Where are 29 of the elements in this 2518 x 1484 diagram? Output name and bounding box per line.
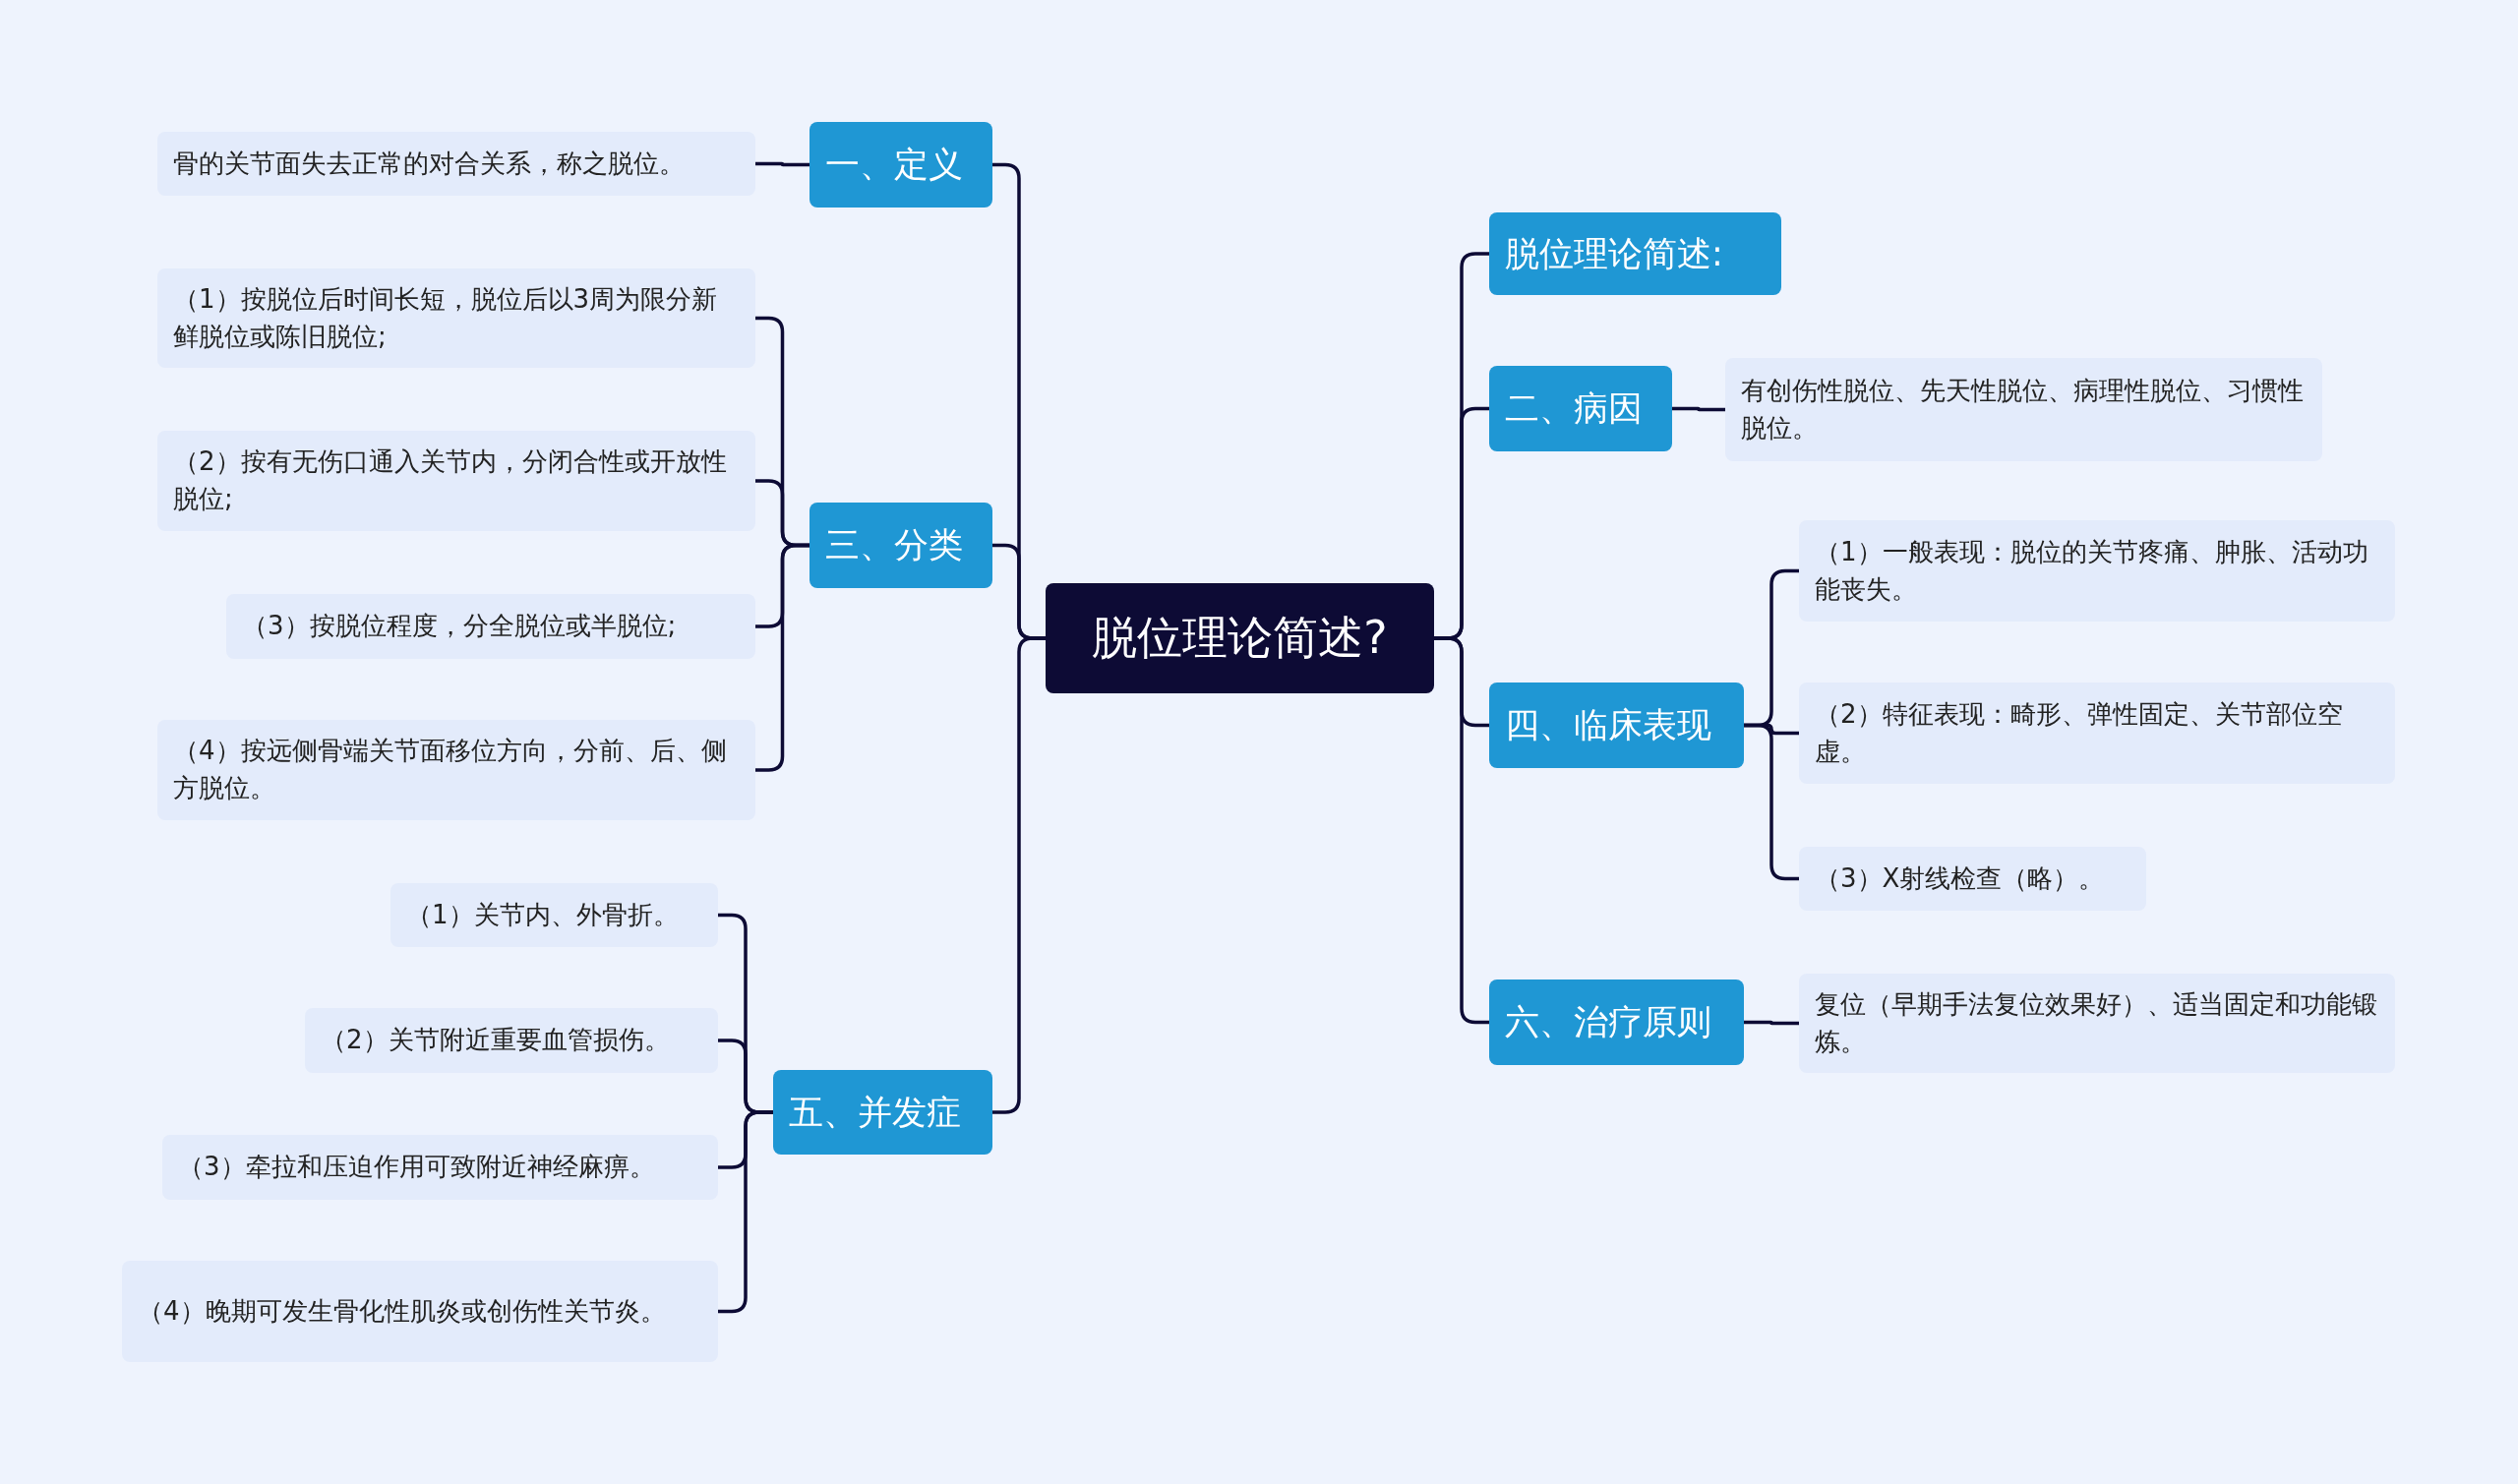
branch-topic: 脱位理论简述: xyxy=(1489,212,1781,295)
central-topic: 脱位理论简述? xyxy=(1046,583,1434,693)
branch-topic: 四、临床表现 xyxy=(1489,683,1744,768)
branch-topic: 六、治疗原则 xyxy=(1489,979,1744,1065)
connector-line xyxy=(755,543,809,772)
subtopic-card: 有创伤性脱位、先天性脱位、病理性脱位、习惯性脱位。 xyxy=(1725,358,2322,461)
subtopic-card: （1）一般表现：脱位的关节疼痛、肿胀、活动功能丧失。 xyxy=(1799,520,2395,622)
connector-line xyxy=(1744,1020,1799,1026)
subtopic-card: （3）X射线检查（略）。 xyxy=(1799,847,2146,911)
connector-line xyxy=(755,161,809,167)
subtopic-card: （1）按脱位后时间长短，脱位后以3周为限分新鲜脱位或陈旧脱位; xyxy=(157,268,755,368)
connector-line xyxy=(1434,636,1489,1025)
branch-topic: 一、定义 xyxy=(809,122,992,208)
connector-line xyxy=(1672,406,1725,412)
branch-topic: 二、病因 xyxy=(1489,366,1672,451)
branch-topic: 三、分类 xyxy=(809,503,992,588)
subtopic-card: （2）关节附近重要血管损伤。 xyxy=(305,1008,718,1073)
subtopic-card: （2）按有无伤口通入关节内，分闭合性或开放性脱位; xyxy=(157,431,755,531)
subtopic-card: （2）特征表现：畸形、弹性固定、关节部位空虚。 xyxy=(1799,683,2395,784)
subtopic-card: （4）晚期可发生骨化性肌炎或创伤性关节炎。 xyxy=(122,1261,718,1362)
subtopic-card: （4）按远侧骨端关节面移位方向，分前、后、侧方脱位。 xyxy=(157,720,755,820)
subtopic-card: 复位（早期手法复位效果好）、适当固定和功能锻炼。 xyxy=(1799,974,2395,1073)
branch-topic: 五、并发症 xyxy=(773,1070,992,1155)
connector-line xyxy=(1744,723,1799,881)
subtopic-card: （3）按脱位程度，分全脱位或半脱位; xyxy=(226,594,755,659)
subtopic-card: （3）牵拉和压迫作用可致附近神经麻痹。 xyxy=(162,1135,718,1200)
connector-line xyxy=(992,636,1046,1114)
subtopic-card: （1）关节内、外骨折。 xyxy=(390,883,718,947)
subtopic-card: 骨的关节面失去正常的对合关系，称之脱位。 xyxy=(157,132,755,196)
